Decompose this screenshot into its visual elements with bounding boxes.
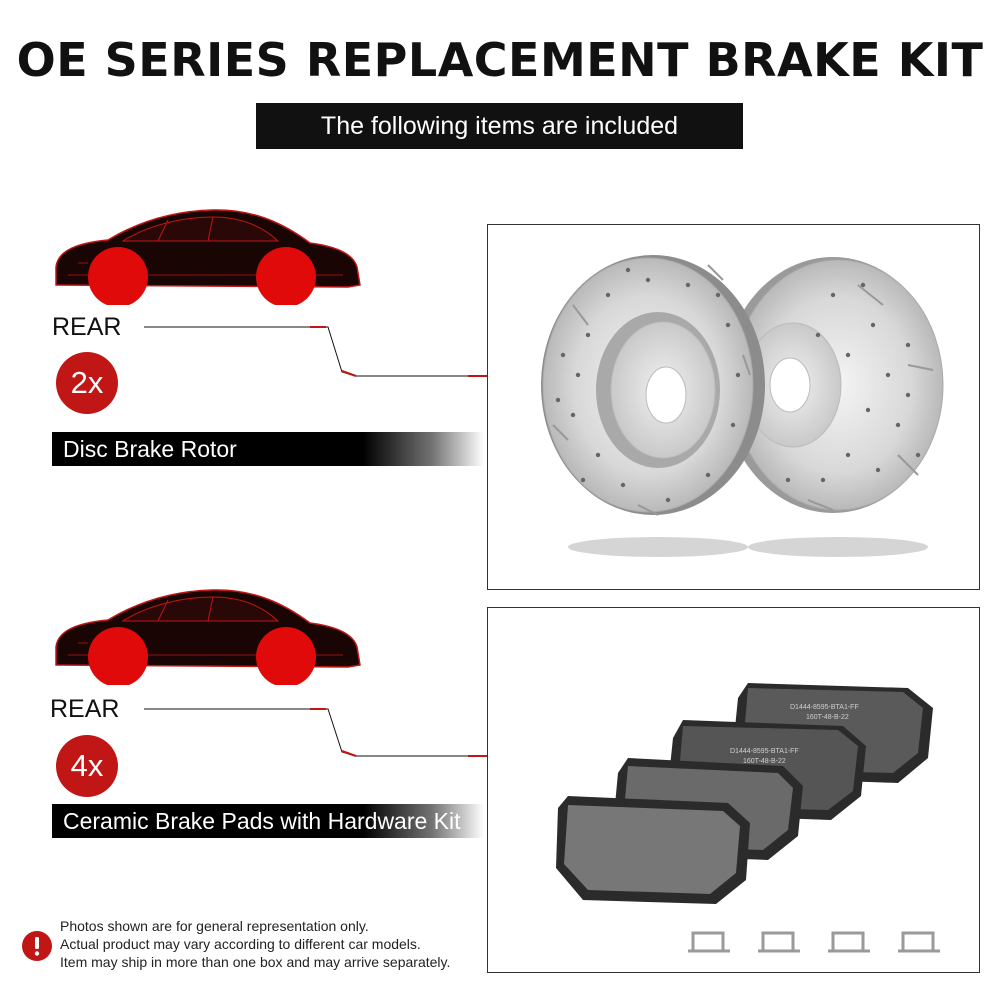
rotor-image-frame [487, 224, 980, 590]
brake-rotor-icon [541, 255, 944, 557]
disclaimer-line: Item may ship in more than one box and m… [60, 954, 451, 970]
exclamation-icon [22, 931, 52, 961]
item-name-bar: Ceramic Brake Pads with Hardware Kit [52, 804, 484, 838]
pad-part-label: D1444-8595-BTA1-FF [790, 704, 859, 711]
disclaimer-line: Photos shown are for general representat… [60, 918, 369, 934]
pad-part-sublabel: 160T-48-B-22 [806, 714, 849, 721]
car-silhouette-icon [48, 585, 363, 685]
item-name-bar: Disc Brake Rotor [52, 432, 484, 466]
pad-part-label: D1444-8595-BTA1-FF [730, 748, 799, 755]
leader-line [144, 320, 494, 382]
page-title: OE SERIES REPLACEMENT BRAKE KIT [16, 33, 984, 87]
brake-pads-icon [556, 683, 940, 953]
item-position: REAR [52, 313, 122, 341]
pads-image-frame: D1444-8595-BTA1-FF 160T-48-B-22 D1444-85… [487, 607, 980, 973]
quantity-badge: 4x [56, 735, 118, 797]
item-position: REAR [50, 695, 120, 723]
quantity-badge: 2x [56, 352, 118, 414]
disclaimer-text: Photos shown are for general representat… [60, 917, 450, 971]
leader-line [144, 702, 494, 764]
page-subtitle: The following items are included [256, 103, 743, 149]
pad-part-sublabel: 160T-48-B-22 [743, 758, 786, 765]
disclaimer-line: Actual product may vary according to dif… [60, 936, 421, 952]
car-silhouette-icon [48, 205, 363, 305]
